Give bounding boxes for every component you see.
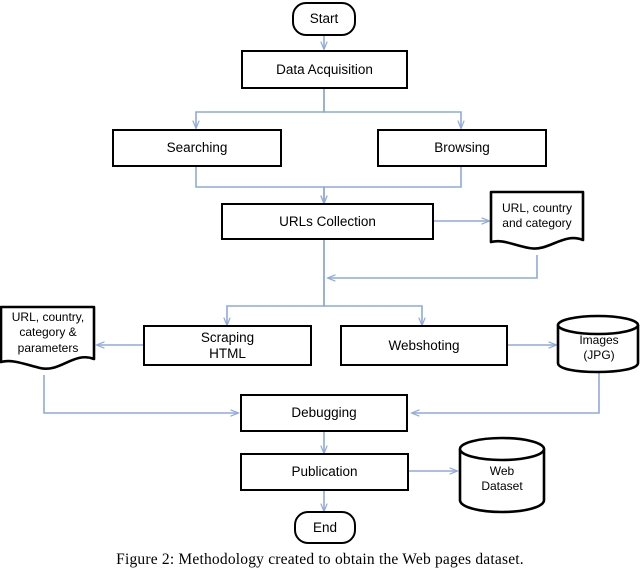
- node-start[interactable]: Start: [292, 2, 356, 36]
- node-debugging[interactable]: Debugging: [240, 394, 408, 432]
- edge-images-to-debugging: [412, 372, 600, 413]
- edge-data-acquisition-to-browsing: [323, 89, 461, 128]
- edge-url-country-category-to-trunk: [328, 255, 538, 278]
- node-publication[interactable]: Publication: [240, 453, 409, 491]
- edge-urls-collection-to-webshoting: [323, 240, 422, 325]
- node-urls-collection[interactable]: URLs Collection: [221, 203, 434, 240]
- node-url-country-category-parameters[interactable]: [0, 305, 96, 377]
- node-browsing-label: Browsing: [434, 140, 490, 156]
- edge-urls-collection-to-scraping: [227, 240, 325, 325]
- edge-url-country-category-parameters-to-debugging: [43, 375, 238, 413]
- node-searching-label: Searching: [166, 140, 228, 156]
- node-images-jpg[interactable]: [556, 314, 640, 374]
- node-browsing[interactable]: Browsing: [377, 129, 547, 167]
- node-data-acquisition[interactable]: Data Acquisition: [241, 50, 408, 89]
- figure-caption: Figure 2: Methodology created to obtain …: [116, 551, 524, 568]
- node-searching[interactable]: Searching: [112, 129, 282, 167]
- edge-data-acquisition-to-searching: [196, 89, 325, 128]
- node-scraping-html[interactable]: Scraping HTML: [143, 325, 312, 366]
- node-urls-collection-label: URLs Collection: [279, 213, 376, 229]
- node-web-dataset[interactable]: [457, 435, 547, 515]
- node-end[interactable]: End: [294, 511, 356, 544]
- node-start-label: Start: [309, 11, 339, 27]
- node-publication-label: Publication: [291, 464, 358, 480]
- edge-browsing-to-urls-collection: [324, 167, 462, 203]
- node-scraping-html-label: Scraping HTML: [200, 329, 255, 361]
- node-webshoting[interactable]: Webshoting: [340, 325, 508, 366]
- node-url-country-category[interactable]: [489, 190, 585, 256]
- node-webshoting-label: Webshoting: [388, 337, 460, 353]
- node-end-label: End: [312, 519, 338, 535]
- node-debugging-label: Debugging: [291, 405, 357, 421]
- edge-searching-to-urls-collection: [195, 167, 324, 203]
- node-data-acquisition-label: Data Acquisition: [276, 61, 373, 77]
